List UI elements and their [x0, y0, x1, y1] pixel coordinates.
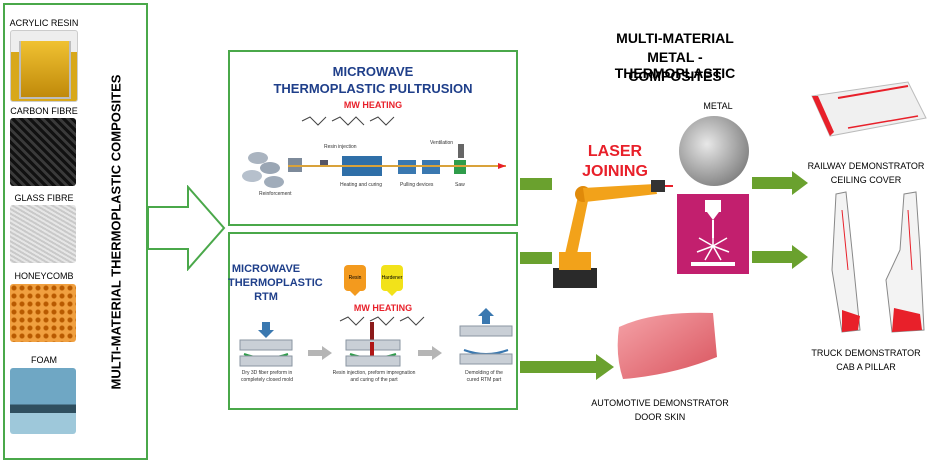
truck-label-line2: CAB A PILLAR	[836, 362, 896, 372]
arrow-to-truck	[752, 245, 808, 269]
robot-arm-icon	[553, 180, 673, 288]
rtm-step3-mold	[459, 308, 513, 365]
rtm-arrow-1	[308, 346, 332, 360]
laser-icon	[691, 200, 735, 266]
pultrusion-formula-icon	[301, 116, 395, 126]
laser-icon-box	[677, 194, 749, 274]
automotive-label-line1: AUTOMOTIVE DEMONSTRATOR	[591, 398, 729, 408]
pultrusion-label-saw: Saw	[455, 182, 465, 188]
rtm-title-line2: THERMOPLASTIC	[228, 277, 323, 289]
glass-fibre-image	[10, 205, 76, 263]
automotive-label-line2: DOOR SKIN	[634, 412, 686, 422]
arrow-rtm-to-door	[520, 354, 614, 380]
arrow-rtm-to-laser	[520, 252, 552, 264]
flow-arrow-outline	[147, 185, 226, 271]
railway-ceiling-cover-image	[811, 81, 927, 137]
pultrusion-label-reinforcement: Reinforcement	[259, 191, 292, 197]
left-panel-vertical-title: MULTI-MATERIAL THERMOPLASTIC COMPOSITES	[108, 74, 124, 390]
rtm-arrow-2	[418, 346, 442, 360]
material-label-carbon-fibre: CARBON FIBRE	[10, 106, 78, 116]
carbon-fibre-image	[10, 118, 76, 186]
mm-title-line3: COMPOSITES	[628, 68, 722, 84]
pultrusion-label-heating-curing: Heating and curing	[340, 182, 382, 188]
pultrusion-label-ventilation: Ventilation	[430, 140, 454, 146]
mm-title-line1: MULTI-MATERIAL	[616, 30, 734, 46]
material-label-foam: FOAM	[31, 355, 57, 365]
pultrusion-heating-label: MW HEATING	[343, 100, 403, 110]
pultrusion-label-resin-injection: Resin injection	[324, 144, 357, 150]
laser-joining-line1: LASER	[587, 143, 643, 160]
material-label-glass-fibre: GLASS FIBRE	[14, 193, 74, 203]
pultrusion-title-line1: MICROWAVE	[332, 64, 414, 79]
rtm-formula-icon	[339, 316, 425, 326]
rtm-title-line3: RTM	[254, 291, 278, 303]
automotive-door-skin-image	[617, 312, 717, 379]
metal-disc-image	[679, 116, 749, 186]
pultrusion-label-pulling: Pulling devices	[400, 182, 434, 188]
rtm-step2-caption-line2: and curing of the part	[350, 377, 398, 383]
laser-joining-line2: JOINING	[582, 163, 648, 180]
honeycomb-image	[10, 284, 76, 342]
rtm-step3-caption-line1: Demolding of the	[465, 370, 503, 376]
acrylic-resin-image	[10, 30, 78, 102]
arrow-pultrusion-to-laser	[520, 178, 552, 190]
rtm-step2-caption-line1: Resin injection, preform impregnation	[332, 370, 416, 376]
arrow-to-railway	[752, 171, 808, 195]
rtm-step1-caption-line2: completely closed mold	[241, 377, 293, 383]
foam-image	[10, 368, 76, 434]
rtm-step1-caption-line1: Dry 3D fiber preform in	[241, 370, 293, 376]
railway-label-line1: RAILWAY DEMONSTRATOR	[807, 161, 925, 171]
pultrusion-machine-diagram	[242, 144, 506, 188]
rtm-panel	[228, 232, 518, 410]
rtm-heating-label: MW HEATING	[353, 303, 413, 313]
rtm-title-line1: MICROWAVE	[231, 263, 301, 275]
rtm-step1-mold	[239, 322, 293, 367]
mm-title-line2: METAL - THERMOPLASTIC	[614, 49, 736, 81]
pultrusion-panel	[228, 50, 518, 226]
metal-label: METAL	[703, 101, 733, 111]
truck-label-line1: TRUCK DEMONSTRATOR	[811, 348, 921, 358]
material-label-honeycomb: HONEYCOMB	[14, 271, 74, 281]
rtm-step3-caption-line2: cured RTM part	[466, 377, 502, 383]
railway-label-line2: CEILING COVER	[830, 175, 902, 185]
truck-a-pillar-image	[831, 191, 925, 333]
material-label-acrylic-resin: ACRYLIC RESIN	[9, 18, 79, 28]
pultrusion-title-line2: THERMOPLASTIC PULTRUSION	[273, 81, 473, 96]
rtm-step2-mold	[345, 322, 401, 367]
resin-tank	[344, 265, 366, 291]
hardener-tank-funnel	[386, 290, 398, 296]
resin-label: Resin	[348, 275, 362, 281]
hardener-tank	[381, 265, 403, 291]
hardener-label: Hardener	[381, 275, 403, 281]
resin-tank-funnel	[349, 290, 361, 296]
